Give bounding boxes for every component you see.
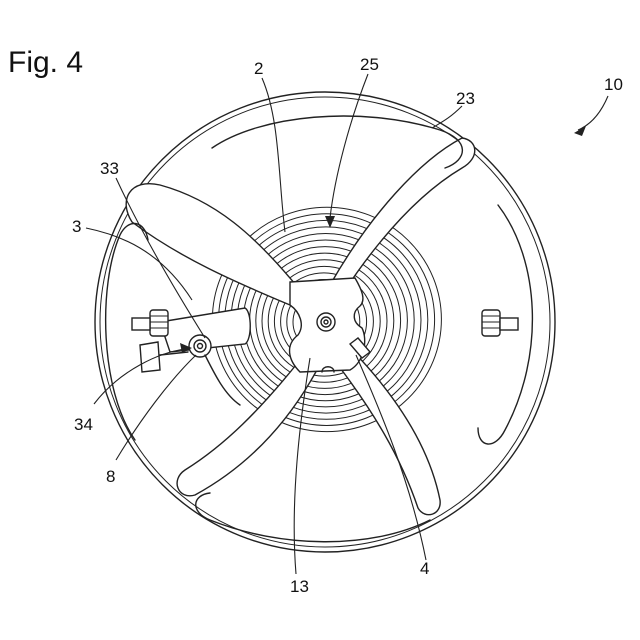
figure-title: Fig. 4 [8, 46, 83, 79]
numeral-2: 2 [254, 59, 263, 78]
numeral-13: 13 [290, 577, 309, 596]
numeral-33: 33 [100, 159, 119, 178]
numeral-34: 34 [74, 415, 93, 434]
left-timing-screw [132, 310, 168, 336]
right-timing-screw [482, 310, 518, 336]
collet-plate [290, 278, 370, 372]
numeral-10: 10 [604, 75, 623, 94]
numeral-3: 3 [72, 217, 81, 236]
numeral-4: 4 [420, 559, 429, 578]
numeral-25: 25 [360, 55, 379, 74]
numeral-8: 8 [106, 467, 115, 486]
numeral-23: 23 [456, 89, 475, 108]
